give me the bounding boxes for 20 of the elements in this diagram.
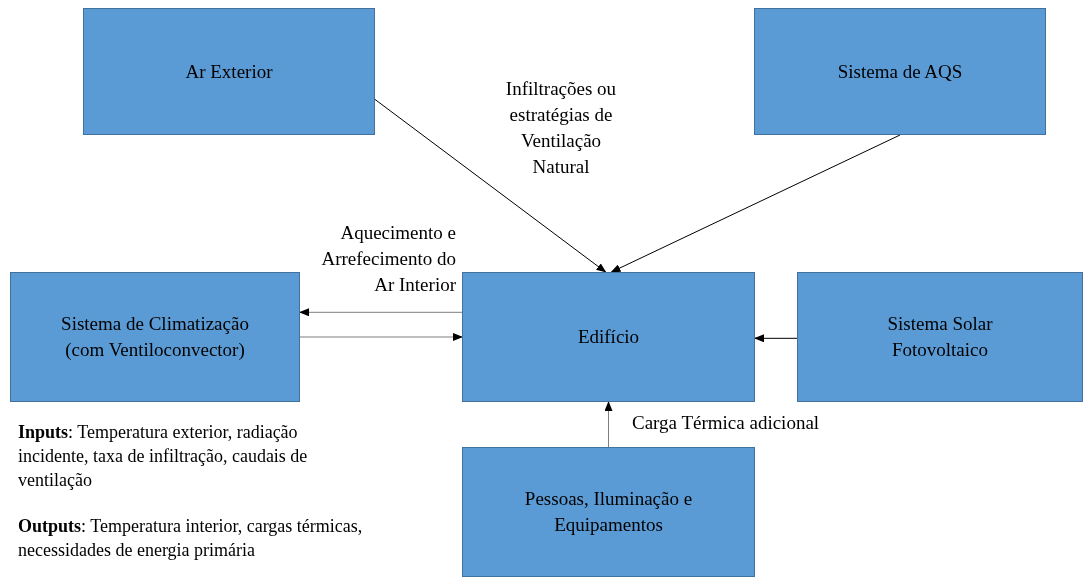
- arrow: [610, 134, 901, 273]
- arrow: [299, 333, 463, 341]
- box-label: Sistema Solar Fotovoltaico: [886, 312, 994, 362]
- process-box: [754, 8, 1046, 135]
- process-box: [462, 272, 755, 402]
- box-label: Pessoas, Iluminação e Equipamentos: [523, 487, 694, 537]
- process-box: [10, 272, 300, 402]
- note-text: Inputs: Temperatura exterior, radiação incidente, taxa de infiltração, caudais de ventilação: [18, 421, 309, 492]
- arrow: [374, 98, 607, 273]
- arrow: [754, 334, 798, 343]
- process-box: [83, 8, 375, 135]
- box-label: Sistema de AQS: [837, 59, 963, 84]
- note-text: Outputs: Temperatura interior, cargas térmicas, necessidades de energia primária: [18, 515, 363, 562]
- box-label: Edifício: [577, 325, 640, 349]
- process-box: [797, 272, 1083, 402]
- box-label: Sistema de Climatização (com Ventiloconvector): [60, 312, 250, 362]
- process-box: [462, 447, 755, 577]
- box-label: Ar Exterior: [185, 59, 273, 84]
- arrow: [299, 308, 463, 317]
- arrow: [604, 401, 613, 448]
